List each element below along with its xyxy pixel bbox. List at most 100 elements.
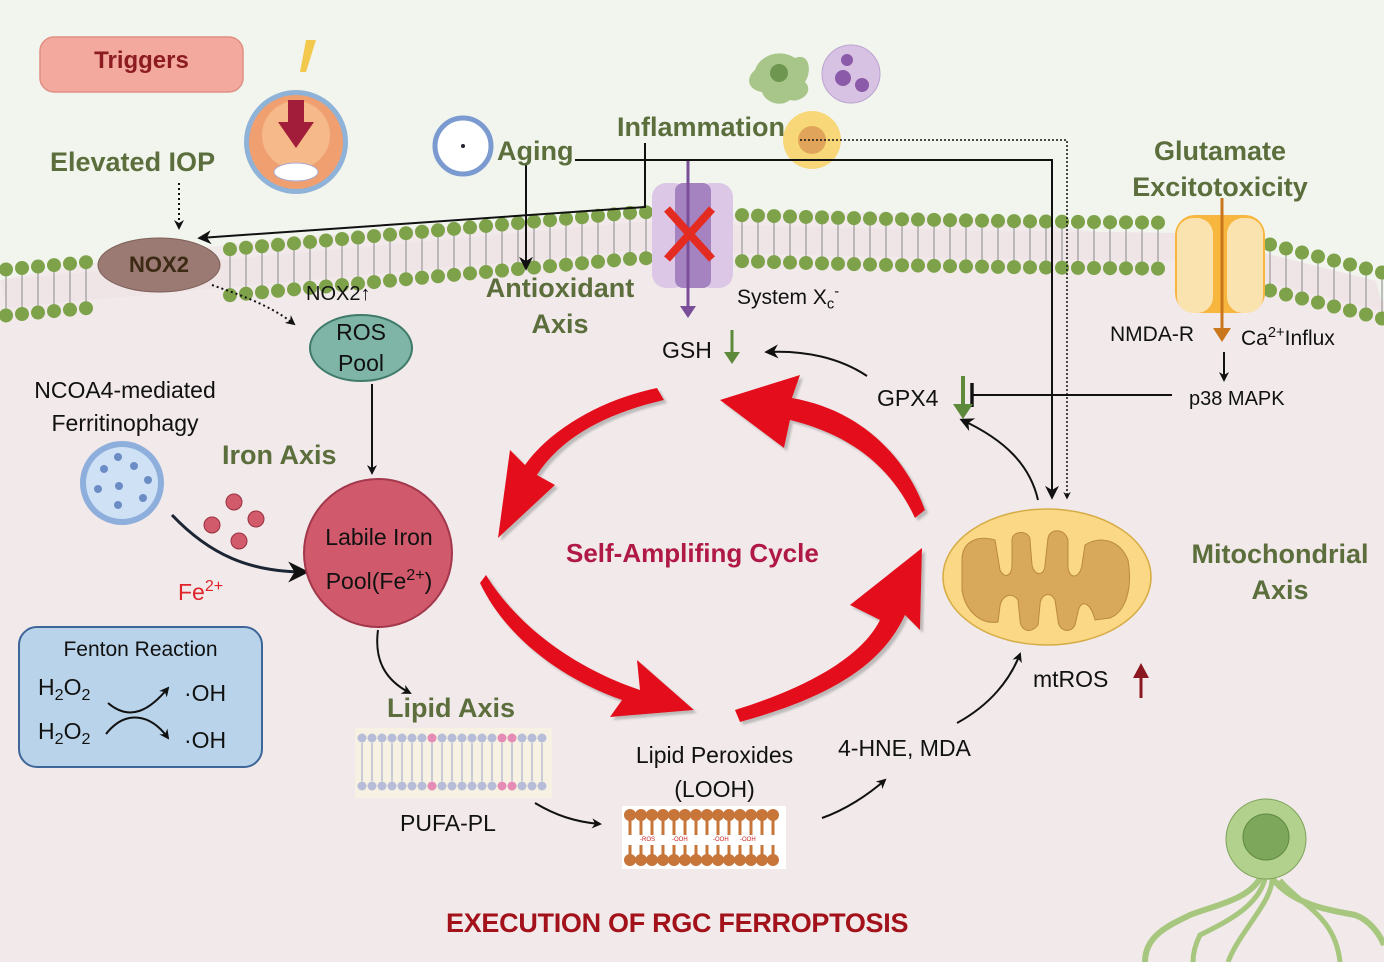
pufa-head <box>397 733 407 743</box>
peroxides-to-hne-arrow <box>821 778 887 819</box>
labile-iron-pool-text: Pool(Fe <box>325 567 407 594</box>
lipid-head <box>767 255 781 270</box>
nox2-to-ros-arrow <box>211 284 296 326</box>
pufa-head <box>487 781 497 791</box>
lipid-head <box>63 256 77 271</box>
membrane-band <box>0 222 1384 311</box>
aging-to-mitochondria-arrow <box>575 159 1059 500</box>
elevated-iop-label: Elevated IOP <box>50 147 216 177</box>
peroxide-lipid-head <box>712 809 724 821</box>
nox2-enzyme <box>97 237 221 293</box>
fe-charge: 2+ <box>204 577 224 595</box>
extracellular-space <box>0 0 1384 300</box>
lipid-head <box>1071 214 1085 229</box>
lipid-head <box>511 216 525 231</box>
pufa-head <box>497 733 507 743</box>
labile-iron-line1: Labile Iron <box>325 524 433 550</box>
pufa-head <box>407 781 417 791</box>
fenton-product-2: ·OH <box>184 727 227 753</box>
lipid-head <box>959 259 973 274</box>
lipid-head <box>975 213 989 228</box>
mitochondrial-axis-label: Mitochondrial Axis <box>1182 536 1378 608</box>
lipid-head <box>943 259 957 274</box>
calcium-influx-label: Ca2+Influx <box>1241 325 1335 351</box>
lipid-head <box>319 233 333 248</box>
glutamate-line1: Glutamate <box>1153 136 1287 166</box>
ros-pool <box>309 314 413 382</box>
pufa-head <box>437 781 447 791</box>
peroxide-lipid-head <box>679 809 691 821</box>
fe-text: Fe <box>178 578 205 605</box>
lipid-head <box>1311 295 1325 310</box>
pufa-head <box>527 733 537 743</box>
lipid-head <box>415 270 429 285</box>
lipid-head <box>735 254 749 269</box>
lipid-head <box>783 255 797 270</box>
iron-to-lipid-arrow <box>376 629 412 694</box>
pufa-head <box>487 733 497 743</box>
lipid-head <box>1295 291 1309 306</box>
lipid-head <box>1055 214 1069 229</box>
lipid-head <box>271 237 285 252</box>
ros-pool-label: ROS Pool <box>310 317 412 379</box>
mtros-label: mtROS <box>1033 666 1109 692</box>
h-sub: 2 <box>54 685 64 704</box>
lipid-head <box>319 279 333 294</box>
lipid-head <box>847 211 861 226</box>
lipid-head <box>959 213 973 228</box>
peroxide-lipid-head <box>657 809 669 821</box>
ferritinophagy-arrow <box>170 513 310 583</box>
lipid-head <box>255 285 269 300</box>
lipid-head <box>495 217 509 232</box>
lipid-head <box>943 213 957 228</box>
lipid-head <box>527 214 541 229</box>
lipid-head <box>815 256 829 271</box>
aging-label: Aging <box>497 136 574 166</box>
ros-pool-line2: Pool <box>337 350 385 376</box>
lipid-peroxides-line2: (LOOH) <box>674 776 755 802</box>
pufa-head <box>457 733 467 743</box>
pufa-head <box>447 781 457 791</box>
lipid-head <box>399 226 413 241</box>
lipid-head <box>431 269 445 284</box>
mitochondrial-axis-line2: Axis <box>1251 575 1309 605</box>
lipid-head <box>287 236 301 251</box>
pufa-pl-membrane-icon <box>355 728 552 798</box>
lipid-head <box>1135 261 1149 276</box>
peroxide-lipid-head <box>624 809 636 821</box>
lipid-head <box>335 232 349 247</box>
lipid-head <box>559 211 573 226</box>
lipid-head <box>63 302 77 317</box>
lipid-head <box>623 251 637 266</box>
cycle-arrow-top-left <box>498 388 664 538</box>
hne-mda-label: 4-HNE, MDA <box>838 735 971 761</box>
lipid-head <box>1135 215 1149 230</box>
lipid-head <box>1039 260 1053 275</box>
peroxide-lipid-head <box>723 854 735 866</box>
gpx4-to-gsh-arrow <box>764 344 868 377</box>
lipid-head <box>383 273 397 288</box>
peroxide-lipid-head <box>657 854 669 866</box>
footer-title: EXECUTION OF RGC FERROPTOSIS <box>446 908 909 938</box>
peroxide-lipid-head <box>679 854 691 866</box>
fenton-reactant-1: H2O2 <box>38 674 90 705</box>
lipid-head <box>991 259 1005 274</box>
pufa-head <box>397 781 407 791</box>
lipid-head <box>543 213 557 228</box>
lipid-head <box>1023 260 1037 275</box>
ferritinophagy-line2: Ferritinophagy <box>51 410 199 436</box>
antioxidant-axis-label: Antioxidant Axis <box>470 270 650 342</box>
lipid-head <box>895 258 909 273</box>
nox2-upregulated-label: NOX2↑ <box>306 283 371 305</box>
lipid-head <box>15 307 29 322</box>
lipid-head <box>1263 283 1277 298</box>
lipid-head <box>1343 257 1357 272</box>
labile-iron-line2: Pool(Fe2+) <box>304 556 454 600</box>
glutamate-line2: Excitotoxicity <box>1132 172 1308 202</box>
pufa-head <box>387 733 397 743</box>
pufa-head <box>367 781 377 791</box>
lipid-head <box>399 272 413 287</box>
o-sub: 2 <box>81 729 91 748</box>
lipid-head <box>1103 261 1117 276</box>
